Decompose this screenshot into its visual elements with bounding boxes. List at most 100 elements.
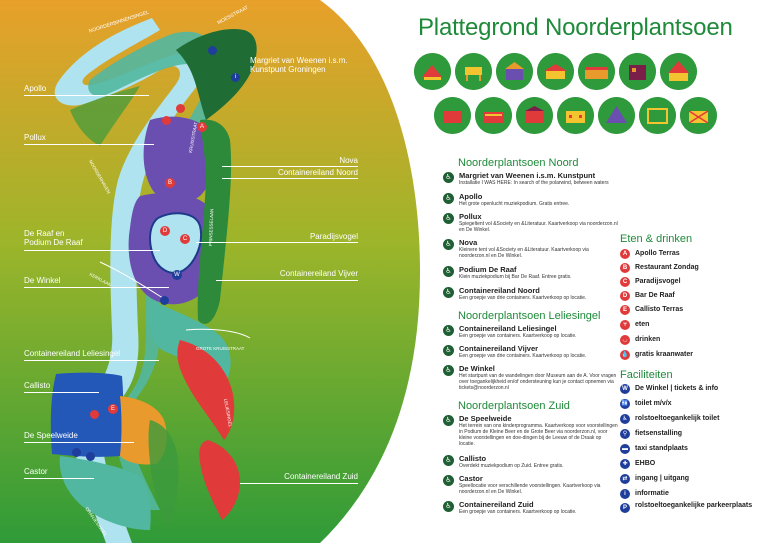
area-margriet (176, 28, 257, 120)
map-utensils-icon (162, 116, 171, 125)
label-paradijsvogel: Paradijsvogel (309, 232, 358, 241)
section-header-eten: Eten & drinken (620, 233, 693, 245)
map-utensils-icon (176, 104, 185, 113)
park-map: NOORDERBINNENSINGEL MOESSTRAAT KRUISSTRA… (0, 0, 420, 543)
venue-item[interactable]: ♿ Containereiland Leliesingel Een groepj… (443, 324, 618, 339)
wheelchair-icon: ♿ (443, 325, 454, 336)
toilet-icon: 🚻 (620, 399, 630, 409)
section-header-noord: Noorderplantsoen Noord (458, 157, 579, 169)
venue-icon-5 (578, 53, 615, 90)
venue-icon-2 (455, 53, 492, 90)
area-pollux (143, 116, 217, 203)
wheelchair-icon: ♿ (443, 365, 454, 376)
area-leliesingel-red (177, 340, 235, 440)
venue-item[interactable]: ♿ Margriet van Weenen i.s.m. Kunstpunt I… (443, 171, 618, 186)
street-grote-kruisstraat: GROTE KRUISSTRAAT (196, 346, 245, 351)
map-utensils-icon (90, 410, 99, 419)
map-wheelchair-icon (208, 46, 217, 55)
venue-item[interactable]: ♿ Callisto Overdekt muziekpodium op Zuid… (443, 454, 618, 469)
area-zuid-red (199, 440, 240, 520)
map-marker-b[interactable]: B (165, 178, 175, 188)
legend-item: ◡drinken (620, 334, 765, 346)
venue-item[interactable]: ♿ Nova Kleinere tent vol &Society en &Li… (443, 238, 618, 259)
section-header-leliesingel: Noorderplantsoen Leliesingel (458, 310, 601, 322)
venue-icon-13 (639, 97, 676, 134)
legend-item: ⇄ingang | uitgang (620, 473, 765, 485)
label-leliesingel: Containereiland Leliesingel (24, 349, 121, 358)
map-winkel-icon[interactable]: W (172, 270, 182, 280)
bike-icon: ⚲ (620, 429, 630, 439)
label-raaf: De Raaf en Podium De Raaf (24, 229, 83, 247)
map-marker-a[interactable]: A (197, 122, 207, 132)
venue-item[interactable]: ♿ Containereiland Vijver Een groepje van… (443, 344, 618, 359)
venue-item[interactable]: ♿ Podium De Raaf Klein muziekpodium bij … (443, 265, 618, 280)
first-aid-icon: ✚ (620, 459, 630, 469)
label-vijver: Containereiland Vijver (279, 269, 358, 278)
venue-icon-4 (537, 53, 574, 90)
wheelchair-icon: ♿ (443, 415, 454, 426)
map-info-icon[interactable]: i (231, 73, 240, 82)
wheelchair-icon: ♿ (443, 475, 454, 486)
strip-paradijsvogel (197, 119, 232, 324)
venue-icon-6 (619, 53, 656, 90)
wheelchair-icon: ♿ (620, 414, 630, 424)
cup-icon: ◡ (620, 335, 630, 345)
label-speelweide: De Speelweide (24, 431, 78, 440)
venue-item[interactable]: ♿ Pollux Spiegeltent vol &Society en &Li… (443, 212, 618, 233)
venue-item[interactable]: ♿ Apollo Het grote openlucht muziekpodiu… (443, 192, 618, 207)
legend-item: ♿rolstoeltoegankelijk toilet (620, 413, 765, 425)
label-callisto: Callisto (24, 381, 51, 390)
map-marker-e[interactable]: E (108, 404, 118, 414)
section-header-zuid: Noorderplantsoen Zuid (458, 400, 570, 412)
wheelchair-icon: ♿ (443, 455, 454, 466)
venue-icon-7 (660, 53, 697, 90)
venue-icon-14 (680, 97, 717, 134)
taxi-icon: ▬ (620, 444, 630, 454)
map-toilet-icon (160, 296, 169, 305)
parking-icon: P (620, 503, 630, 513)
page-title: Plattegrond Noorderplantsoen (418, 14, 733, 41)
venue-icon-10 (516, 97, 553, 134)
venue-item[interactable]: ♿ De Speelweide Het terrein van ons kind… (443, 414, 618, 447)
label-zuid: Containereiland Zuid (284, 472, 358, 481)
label-noord: Containereiland Noord (277, 168, 358, 177)
entrance-icon: ⇄ (620, 474, 630, 484)
area-callisto (50, 372, 124, 457)
legend-item: 💧gratis kraanwater (620, 350, 693, 360)
wheelchair-icon: ♿ (443, 239, 454, 250)
map-marker-c[interactable]: C (180, 234, 190, 244)
wheelchair-icon: ♿ (443, 266, 454, 277)
venue-item[interactable]: ♿ De Winkel Het startpunt van de wandeli… (443, 364, 618, 391)
tap-water-icon: 💧 (620, 350, 630, 360)
utensils-icon: ⑂ (620, 320, 630, 330)
wheelchair-icon: ♿ (443, 213, 454, 224)
legend-item: 🚻toilet m/v/x (620, 399, 672, 409)
venue-icon-12 (598, 97, 635, 134)
legend-item: ✚EHBO (620, 458, 765, 470)
wheelchair-icon: ♿ (443, 287, 454, 298)
venue-item[interactable]: ♿ Containereiland Noord Een groepje van … (443, 286, 618, 301)
wheelchair-icon: ♿ (443, 193, 454, 204)
legend-item: ⚲fietsenstalling (620, 428, 765, 440)
venue-icon-1 (414, 53, 451, 90)
venue-icon-3 (496, 53, 533, 90)
venue-icon-8 (434, 97, 471, 134)
venue-icon-9 (475, 97, 512, 134)
venue-item[interactable]: ♿ Containereiland Zuid Een groepje van c… (443, 500, 618, 515)
map-marker-d[interactable]: D (160, 226, 170, 236)
label-castor: Castor (24, 467, 48, 476)
legend-item: ▬taxi standplaats (620, 444, 688, 454)
map-bike-icon (86, 452, 95, 461)
legend-item: ⑂eten (620, 319, 765, 331)
label-apollo: Apollo (24, 84, 47, 93)
section-header-faciliteiten: Faciliteiten (620, 369, 673, 381)
wheelchair-icon: ♿ (443, 345, 454, 356)
venue-item[interactable]: ♿ Castor Speellocatie voor verschillende… (443, 474, 618, 495)
